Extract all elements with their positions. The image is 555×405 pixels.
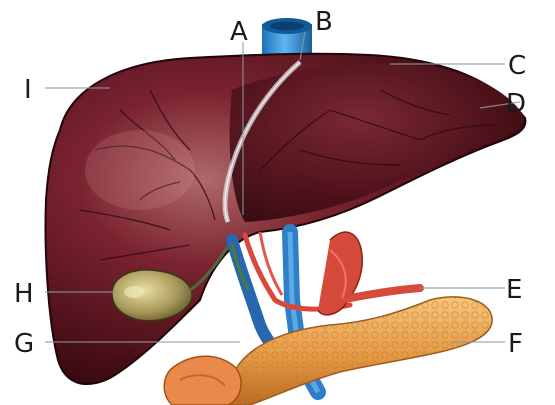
label-f: F (508, 329, 523, 359)
label-i: I (24, 75, 32, 105)
label-b: B (315, 7, 333, 37)
aorta (318, 232, 420, 315)
label-c: C (508, 51, 526, 81)
label-a: A (230, 17, 248, 47)
label-g: G (14, 329, 34, 359)
label-d: D (506, 89, 526, 119)
pancreas (230, 297, 492, 405)
label-e: E (506, 275, 522, 305)
label-h: H (14, 279, 34, 309)
duodenum (164, 356, 241, 405)
